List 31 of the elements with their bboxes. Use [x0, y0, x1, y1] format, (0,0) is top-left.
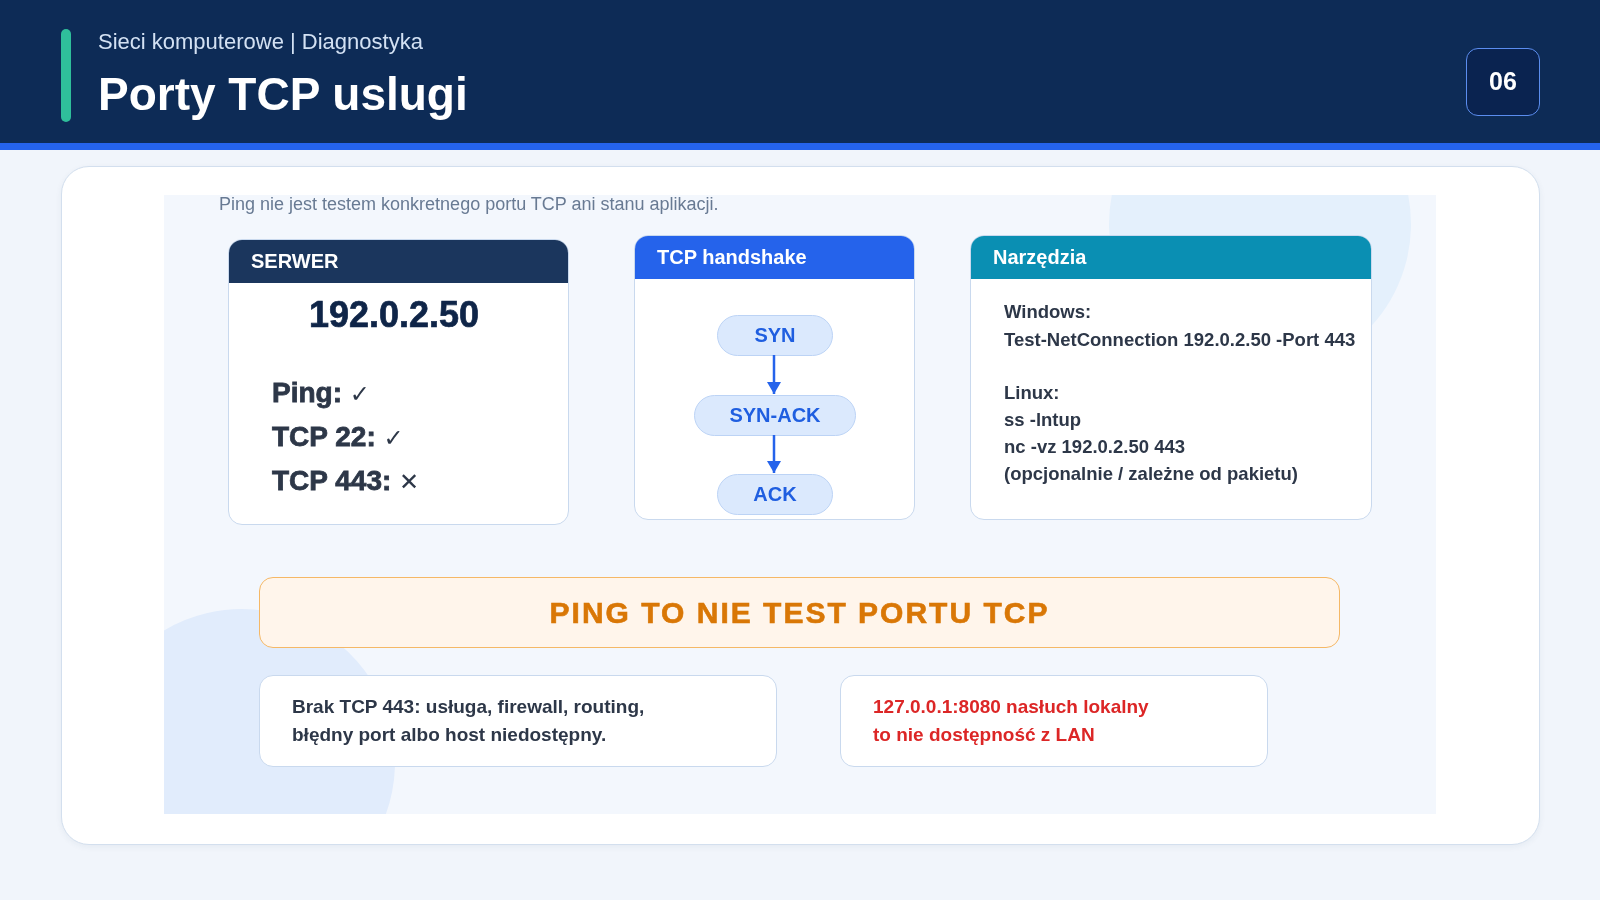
card-header: SERWER: [229, 240, 568, 283]
handshake-step: ACK: [717, 474, 833, 515]
slide-title: Porty TCP uslugi: [98, 67, 468, 122]
status-line: Ping: ✓: [272, 376, 370, 410]
page-number: 06: [1466, 48, 1540, 116]
status-line: TCP 22: ✓: [272, 420, 404, 454]
header-subtitle: Sieci komputerowe | Diagnostyka: [98, 28, 423, 56]
os-label: Linux:: [1004, 381, 1060, 405]
server-card: [228, 239, 569, 525]
note-card: [259, 675, 777, 767]
os-label: Windows:: [1004, 300, 1092, 324]
tools-card: [970, 235, 1372, 520]
card-header: TCP handshake: [635, 236, 914, 279]
handshake-step: SYN-ACK: [694, 395, 856, 436]
note-text: Brak TCP 443: usługa, firewall, routing, błędny port albo host niedostępny.: [292, 695, 646, 747]
command-text: ss -lntup: [1004, 408, 1082, 432]
note-card: [840, 675, 1268, 767]
status-line: TCP 443: ✕: [272, 464, 420, 498]
note-text: 127.0.0.1:8080 nasłuch lokalny to nie dostępność z LAN: [873, 695, 1150, 747]
note-text: (opcjonalnie / zależne od pakietu): [1004, 462, 1298, 486]
ip-address: 192.0.2.50: [308, 294, 480, 336]
warning-banner: [259, 577, 1340, 648]
handshake-step: SYN: [717, 315, 833, 356]
handshake-card: [634, 235, 915, 520]
command-text: Test-NetConnection 192.0.2.50 -Port 443: [1004, 328, 1356, 352]
command-text: nc -vz 192.0.2.50 443: [1004, 435, 1186, 459]
arrow: [767, 355, 781, 394]
intro-note: Ping nie jest testem konkretnego portu TCP ani stanu aplikacji.: [219, 193, 719, 215]
card-header: Narzędzia: [971, 236, 1371, 279]
arrow: [767, 435, 781, 473]
warning-text: PING TO NIE TEST PORTU TCP: [549, 594, 1050, 631]
